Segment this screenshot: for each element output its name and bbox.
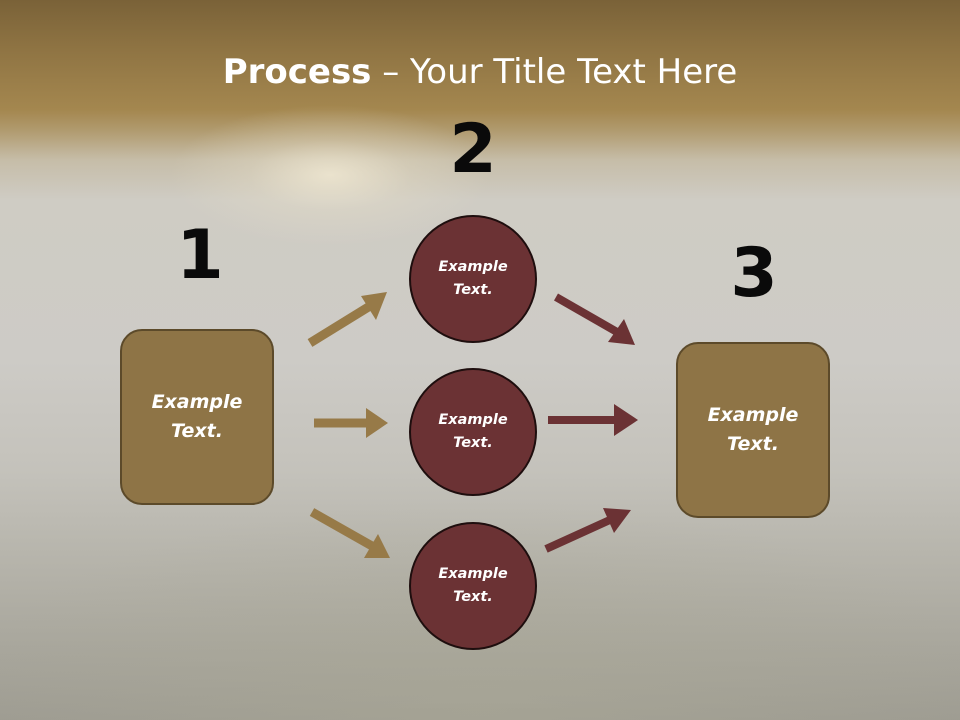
step-1-number: 1 [176, 216, 224, 295]
step-2-circle-1: Example Text. [409, 215, 537, 343]
step-2-circle-3: Example Text. [409, 522, 537, 650]
arrow-circle2-to-box3 [548, 404, 638, 436]
step-3-number: 3 [730, 234, 778, 313]
arrow-box1-to-circle3 [309, 508, 390, 558]
arrow-circle3-to-box3 [544, 508, 631, 553]
step-1-box: Example Text. [120, 329, 274, 505]
step-2-circle-3-text: Example Text. [438, 566, 508, 605]
step-3-box-text: Example Text. [707, 404, 799, 455]
arrow-box1-to-circle2 [314, 408, 388, 438]
step-3-box: Example Text. [676, 342, 830, 518]
step-2-circle-2: Example Text. [409, 368, 537, 496]
step-2-number: 2 [449, 110, 497, 189]
slide-title-rest: – Your Title Text Here [371, 52, 738, 92]
step-1-box-text: Example Text. [151, 391, 243, 442]
arrow-circle1-to-box3 [554, 293, 635, 345]
step-2-circle-1-text: Example Text. [438, 259, 508, 298]
step-2-circle-2-text: Example Text. [438, 412, 508, 451]
arrow-box1-to-circle1 [307, 292, 387, 347]
slide-title-bold: Process [222, 52, 372, 92]
slide-title: Process – Your Title Text Here [0, 52, 960, 92]
